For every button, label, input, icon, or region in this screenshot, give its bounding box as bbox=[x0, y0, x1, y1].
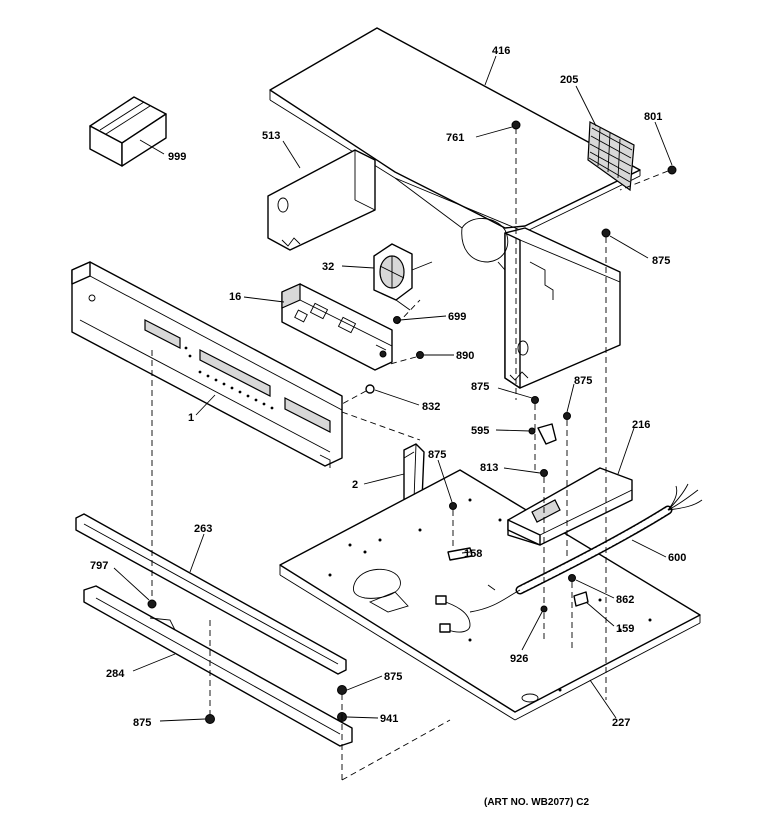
callout-159: 159 bbox=[616, 623, 634, 635]
part-875-screw-left bbox=[205, 714, 215, 724]
callout-699: 699 bbox=[448, 311, 466, 323]
callout-284: 284 bbox=[106, 668, 125, 680]
part-875-screw-mid-left bbox=[531, 396, 539, 404]
callout-890: 890 bbox=[456, 350, 474, 362]
callout-941: 941 bbox=[380, 713, 398, 725]
part-263-trim-strip bbox=[75, 513, 347, 675]
part-926-screw bbox=[540, 605, 548, 613]
part-761-screw bbox=[511, 120, 521, 130]
part-832-clip bbox=[341, 384, 421, 441]
callout-832: 832 bbox=[422, 401, 440, 413]
part-813-screw bbox=[540, 469, 548, 477]
callout-2: 2 bbox=[352, 479, 358, 491]
callout-labels: 416 205 801 761 513 999 875 32 16 699 89… bbox=[90, 45, 686, 729]
callout-875-left: 875 bbox=[133, 717, 151, 729]
callout-513: 513 bbox=[262, 130, 280, 142]
callout-263: 263 bbox=[194, 523, 212, 535]
callout-205: 205 bbox=[560, 74, 578, 86]
part-890-screw bbox=[389, 351, 424, 365]
alignment-lines bbox=[151, 128, 607, 781]
callout-1: 1 bbox=[188, 412, 194, 424]
callout-875-mid-left: 875 bbox=[471, 381, 489, 393]
callout-875-mid-right: 875 bbox=[574, 375, 592, 387]
callout-761: 761 bbox=[446, 132, 464, 144]
part-801-screw bbox=[619, 165, 677, 191]
callout-16: 16 bbox=[229, 291, 241, 303]
part-595-clamp bbox=[528, 423, 557, 445]
callout-875-front: 875 bbox=[384, 671, 402, 683]
wire-harness bbox=[435, 584, 496, 633]
part-205-vent-grille bbox=[587, 121, 635, 192]
art-number: (ART NO. WB2077) C2 bbox=[484, 797, 589, 808]
part-159-clip bbox=[573, 591, 589, 607]
part-875-screw-mid-right bbox=[563, 412, 571, 420]
part-16-control-board bbox=[281, 283, 393, 371]
part-999-carton bbox=[89, 96, 167, 167]
part-862-screw bbox=[568, 574, 576, 582]
callout-797: 797 bbox=[90, 560, 108, 572]
callout-926: 926 bbox=[510, 653, 528, 665]
part-32-fan-motor bbox=[373, 243, 433, 311]
callout-600: 600 bbox=[668, 552, 686, 564]
part-875-screw-front bbox=[337, 685, 347, 695]
callout-158: 158 bbox=[464, 548, 482, 560]
part-216-junction-cover bbox=[507, 467, 633, 546]
callout-801: 801 bbox=[644, 111, 662, 123]
part-699-screw bbox=[393, 316, 401, 324]
callout-999: 999 bbox=[168, 151, 186, 163]
leader-lines bbox=[113, 55, 673, 722]
callout-875-top: 875 bbox=[652, 255, 670, 267]
callout-416: 416 bbox=[492, 45, 510, 57]
callout-227: 227 bbox=[612, 717, 630, 729]
part-875-screw-top bbox=[601, 228, 611, 238]
part-227-base-plate bbox=[279, 469, 701, 721]
callout-595: 595 bbox=[471, 425, 489, 437]
part-158-wire-clip bbox=[447, 547, 473, 561]
part-416-top-cover bbox=[269, 27, 641, 233]
callout-216: 216 bbox=[632, 419, 650, 431]
part-797-screw bbox=[147, 599, 157, 609]
part-600-power-cord bbox=[469, 483, 703, 613]
part-1-control-panel bbox=[71, 261, 343, 468]
callout-813: 813 bbox=[480, 462, 498, 474]
callout-862: 862 bbox=[616, 594, 634, 606]
callout-875-base: 875 bbox=[428, 449, 446, 461]
part-284-lower-trim bbox=[83, 585, 353, 747]
callout-32: 32 bbox=[322, 261, 334, 273]
part-513-side-bracket bbox=[267, 149, 376, 251]
part-875-screw-base bbox=[449, 502, 457, 510]
